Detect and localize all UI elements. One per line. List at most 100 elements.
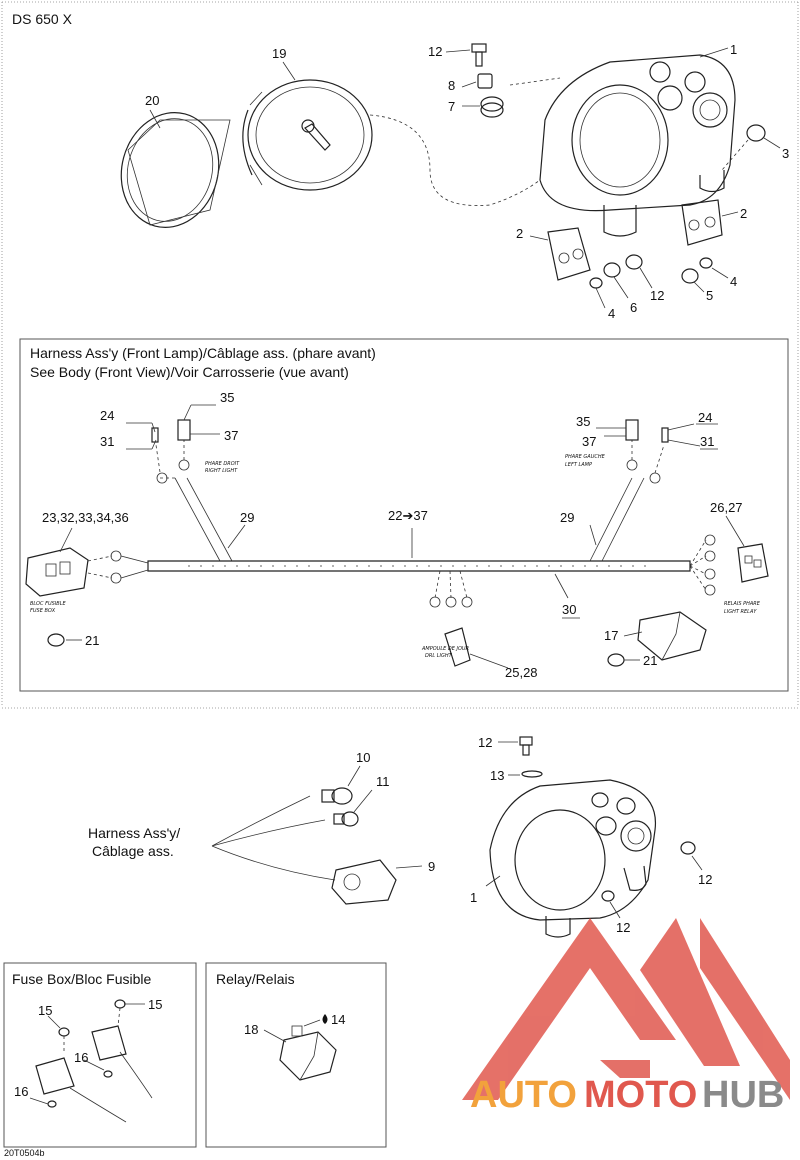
screw-21-left xyxy=(47,633,65,647)
leader-2-left xyxy=(529,235,549,241)
terminal-24-right xyxy=(661,427,669,443)
bracket-2-right xyxy=(681,199,723,246)
leader-25set xyxy=(469,653,509,669)
callout-24-right: 24 xyxy=(698,410,712,425)
watermark-hub: HUB xyxy=(702,1074,784,1116)
relay-18 xyxy=(279,1025,337,1081)
fuse-wire-main-b xyxy=(120,569,149,579)
callout-20: 20 xyxy=(145,93,159,108)
leader-14 xyxy=(303,1019,321,1027)
watermark-logo xyxy=(462,918,790,1100)
callout-37-right: 37 xyxy=(582,434,596,449)
leader-29-left xyxy=(227,524,246,549)
callout-1-lower: 1 xyxy=(470,890,477,905)
bulb-10 xyxy=(321,787,353,805)
leader-17 xyxy=(623,631,643,637)
relay-connector-26 xyxy=(689,534,769,596)
callout-8: 8 xyxy=(448,78,455,93)
callout-24-left: 24 xyxy=(100,408,114,423)
nut-4-right xyxy=(699,257,713,269)
gauge-connect-path xyxy=(369,114,541,206)
leader-10 xyxy=(347,765,361,787)
leader-11 xyxy=(353,789,373,813)
conn-fuse-a xyxy=(110,550,122,562)
callout-1-top: 1 xyxy=(730,42,737,57)
branch-29-right xyxy=(589,477,645,562)
bolt-12-lower-top xyxy=(519,736,533,756)
harness-title-1: Harness Ass'y (Front Lamp)/Câblage ass. … xyxy=(30,345,376,361)
callout-37-left: 37 xyxy=(224,428,238,443)
leader-1-top xyxy=(699,47,729,58)
callout-11: 11 xyxy=(376,774,390,789)
callout-2-right: 2 xyxy=(740,206,747,221)
tiny-ampoule-2: DRL LIGHT xyxy=(425,653,453,659)
callout-26set: 26,27 xyxy=(710,500,743,515)
instrument-cluster-1 xyxy=(539,54,736,237)
leader-24-right xyxy=(667,423,695,431)
callout-9: 9 xyxy=(428,859,435,874)
leader-12-bottom xyxy=(609,901,621,919)
watermark-auto: AUTO xyxy=(470,1074,577,1116)
tiny-bloc-fusible-1: BLOC FUSIBLE xyxy=(30,601,66,607)
bolt-12-right-lower xyxy=(680,841,696,855)
main-harness-22 xyxy=(147,560,691,572)
fuse-box-parts xyxy=(35,999,153,1123)
callout-23set: 23,32,33,34,36 xyxy=(42,510,129,525)
callout-4-right: 4 xyxy=(730,274,737,289)
washer-3 xyxy=(746,124,766,142)
callout-35-right: 35 xyxy=(576,414,590,429)
callout-12-top: 12 xyxy=(428,44,442,59)
leader-5 xyxy=(693,281,705,293)
callout-21-left: 21 xyxy=(85,633,99,648)
washer-3-path xyxy=(721,139,749,171)
harness-title-2: See Body (Front View)/Voir Carrosserie (… xyxy=(30,364,349,380)
fuse-box-panel xyxy=(3,962,197,1148)
relay-panel xyxy=(205,962,387,1148)
harness-label-2: Câblage ass. xyxy=(92,843,174,859)
drl-light-25 xyxy=(429,570,473,667)
conn-left-a xyxy=(156,472,168,484)
nut-12-bottom xyxy=(601,890,615,902)
bolt-12-top xyxy=(471,43,487,67)
fuse-wire-main-a xyxy=(120,555,149,564)
leader-8 xyxy=(461,81,477,88)
callout-21-right: 21 xyxy=(643,653,657,668)
fusebox-wire-a xyxy=(87,555,113,562)
washer-6 xyxy=(603,262,621,278)
relay-panel-title: Relay/Relais xyxy=(216,971,295,987)
screw-21-right xyxy=(607,653,625,667)
callout-29-left: 29 xyxy=(240,510,254,525)
callout-10: 10 xyxy=(356,750,370,765)
harness-section-box xyxy=(19,338,789,692)
grease-drop-icon xyxy=(322,1014,328,1024)
fusebox-wire-b xyxy=(87,572,113,579)
clip-13 xyxy=(521,770,543,778)
leader-35-left xyxy=(183,404,192,421)
tiny-phare-droit-2: RIGHT LIGHT xyxy=(205,468,238,474)
callout-3: 3 xyxy=(782,146,789,161)
callout-4-left: 4 xyxy=(608,306,615,321)
tiny-ampoule-1: AMPOULE DE JOUR xyxy=(421,646,469,652)
fuse-box-connector-23 xyxy=(25,547,89,597)
socket-9 xyxy=(331,859,397,905)
callout-15-right: 15 xyxy=(148,997,162,1012)
callout-35-left: 35 xyxy=(220,390,234,405)
tiny-phare-gauche-2: LEFT LAMP xyxy=(565,462,592,468)
leader-19 xyxy=(282,61,296,81)
callout-2-left: 2 xyxy=(516,226,523,241)
leader-12-top xyxy=(445,49,471,53)
callout-19: 19 xyxy=(272,46,286,61)
leader-16-low xyxy=(29,1097,49,1105)
relay-17 xyxy=(637,611,707,661)
leader-31-left xyxy=(151,439,157,450)
leader-23set xyxy=(59,527,73,553)
leader-4-left xyxy=(595,287,606,309)
washer-5 xyxy=(681,268,699,284)
grommet-connect-path xyxy=(509,77,561,86)
drawing-code: 20T0504b xyxy=(4,1148,45,1158)
bulb-holder-35-right xyxy=(625,419,639,441)
watermark-text: AUTO MOTO HUB xyxy=(470,1074,784,1116)
tiny-bloc-fusible-2: FUSE BOX xyxy=(30,608,56,614)
leader-2-right xyxy=(721,211,739,217)
